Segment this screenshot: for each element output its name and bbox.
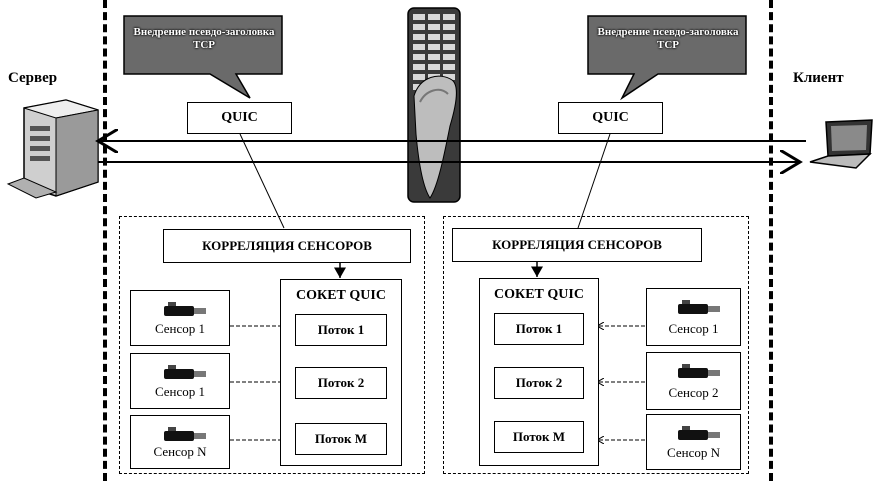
sensor-right-1: Сенсор 1: [646, 288, 741, 346]
usb-sensor-icon: [678, 299, 722, 315]
usb-sensor-icon: [164, 426, 208, 442]
stream-left-1: Поток 1: [295, 314, 387, 346]
usb-sensor-icon: [164, 301, 208, 317]
sensor-left-1: Сенсор 1: [130, 290, 230, 346]
stream-left-2: Поток 2: [295, 367, 387, 399]
sensor-right-n-label: Сенсор N: [647, 445, 740, 461]
sensor-left-n-label: Сенсор N: [131, 444, 229, 460]
quic-socket-left: СОКЕТ QUIC Поток 1 Поток 2 Поток M: [280, 279, 402, 466]
sensor-left-2-label: Сенсор 1: [131, 384, 229, 400]
sensor-correlation-right: КОРРЕЛЯЦИЯ СЕНСОРОВ: [452, 228, 702, 262]
quic-socket-left-title: СОКЕТ QUIC: [281, 288, 401, 304]
sensor-correlation-left: КОРРЕЛЯЦИЯ СЕНСОРОВ: [163, 229, 411, 263]
quic-socket-right-title: СОКЕТ QUIC: [480, 287, 598, 303]
sensor-right-n: Сенсор N: [646, 414, 741, 470]
sensor-left-2: Сенсор 1: [130, 353, 230, 409]
sensor-right-2-label: Сенсор 2: [647, 385, 740, 401]
stream-right-1: Поток 1: [494, 313, 584, 345]
sensor-left-n: Сенсор N: [130, 415, 230, 469]
quic-socket-right: СОКЕТ QUIC Поток 1 Поток 2 Поток M: [479, 278, 599, 466]
stream-right-2: Поток 2: [494, 367, 584, 399]
stream-left-m: Поток M: [295, 423, 387, 455]
usb-sensor-icon: [678, 425, 722, 441]
sensor-left-1-label: Сенсор 1: [131, 321, 229, 337]
usb-sensor-icon: [164, 364, 208, 380]
stream-right-m: Поток M: [494, 421, 584, 453]
usb-sensor-icon: [678, 363, 722, 379]
sensor-right-1-label: Сенсор 1: [647, 321, 740, 337]
sensor-right-2: Сенсор 2: [646, 352, 741, 410]
